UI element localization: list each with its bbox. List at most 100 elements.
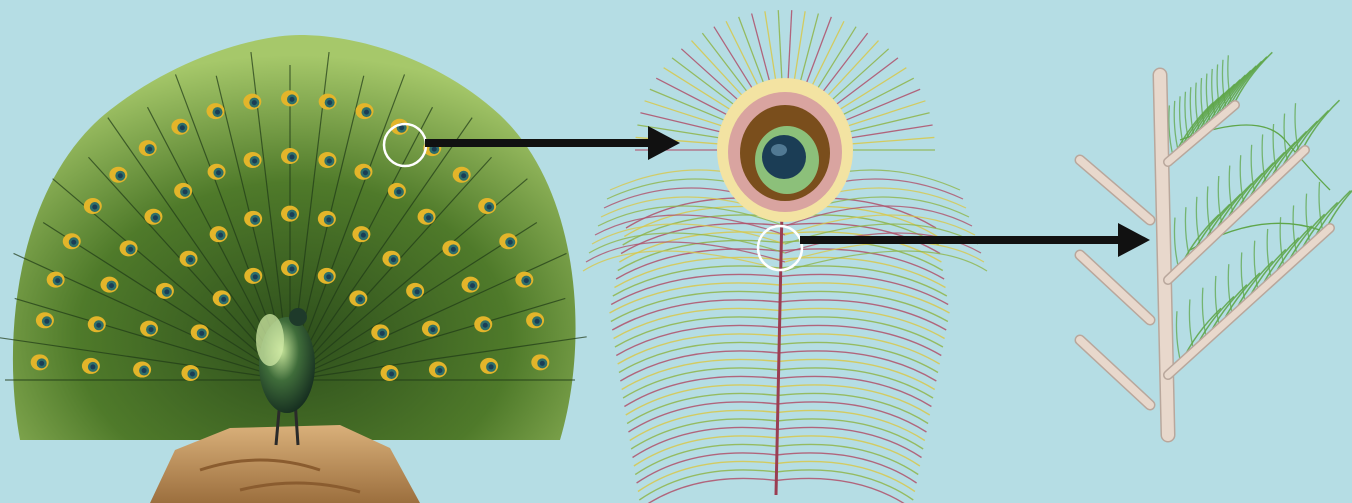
feather-eye-fringe	[832, 78, 914, 120]
feather-eye-highlight	[771, 144, 787, 156]
tail-eyespot-pupil	[128, 247, 133, 252]
tail-eyespot-pupil	[430, 327, 435, 332]
peacock-head	[289, 308, 307, 326]
tail-eyespot-pupil	[71, 240, 76, 245]
peacock-illustration	[0, 35, 587, 503]
tail-eyespot-pupil	[44, 319, 49, 324]
tail-eyespot-pupil	[253, 274, 258, 279]
feather-barb-right	[776, 470, 913, 500]
tail-eyespot-pupil	[327, 100, 332, 105]
tail-eyespot-pupil	[149, 327, 154, 332]
feather-eye-fringe	[839, 125, 932, 140]
right-arrow-icon	[800, 223, 1150, 257]
tail-eyespot-pupil	[221, 297, 226, 302]
barb-stem	[1160, 75, 1168, 435]
tail-eyespot-pupil	[432, 147, 437, 152]
barb-stem	[1080, 340, 1150, 405]
barbule	[1280, 217, 1285, 269]
tail-eyespot-pupil	[437, 368, 442, 373]
tail-eyespot-pupil	[327, 158, 332, 163]
barbule	[1232, 52, 1272, 107]
tail-eyespot-pupil	[164, 289, 169, 294]
tail-eyespot-pupil	[290, 212, 295, 217]
tail-eyespot-pupil	[190, 371, 195, 376]
tail-eyespot-pupil	[253, 217, 258, 222]
tail-eyespot-pupil	[470, 283, 475, 288]
tail-eyespot-pupil	[252, 158, 257, 163]
tail-eyespot-pupil	[218, 233, 223, 238]
tail-eyespot-pupil	[508, 240, 513, 245]
tail-eyespot-pupil	[92, 205, 97, 210]
tail-eyespot-pupil	[90, 364, 95, 369]
tail-eyespot-pupil	[540, 361, 545, 366]
feather-barb-right	[776, 478, 912, 503]
tail-eyespot-pupil	[389, 371, 394, 376]
tail-eyespot-pupil	[535, 319, 540, 324]
barb-stem	[1168, 105, 1235, 162]
tail-eyespot-pupil	[118, 173, 123, 178]
tail-eyespot-pupil	[326, 274, 331, 279]
tail-eyespot-pupil	[461, 173, 466, 178]
barbule-mesh	[1169, 52, 1352, 363]
barbule	[1241, 252, 1246, 304]
barbule	[1202, 288, 1207, 340]
tail-eyespot-pupil	[142, 368, 147, 373]
feather-eye-fringe	[840, 137, 935, 144]
feather-barb-left	[638, 461, 777, 491]
tail-eyespot-pupil	[363, 170, 368, 175]
feather-eye-fringe	[838, 113, 930, 135]
peacock-feather-illustration	[583, 10, 987, 503]
tail-eyespot-pupil	[326, 217, 331, 222]
barbule	[1306, 194, 1311, 246]
barbule	[1174, 218, 1179, 270]
barbule	[1293, 205, 1298, 257]
tail-eyespot-pupil	[358, 297, 363, 302]
tail-eyespot-pupil	[290, 155, 295, 160]
tail-eyespot-pupil	[188, 257, 193, 262]
feather-eye-fringe	[656, 78, 738, 120]
tail-eyespot-pupil	[199, 331, 204, 336]
tail-eyespot-pupil	[399, 125, 404, 130]
tail-eyespot-pupil	[216, 170, 221, 175]
barbule	[1254, 241, 1259, 293]
tail-eyespot-pupil	[183, 189, 188, 194]
barb-stem	[1080, 160, 1150, 220]
barb-stem	[1168, 150, 1305, 280]
tail-eyespot-pupil	[290, 97, 295, 102]
feather-barb-left	[641, 478, 777, 503]
tail-eyespot-pupil	[96, 323, 101, 328]
tail-eyespot-pupil	[180, 125, 185, 130]
tail-eyespot-pupil	[147, 147, 152, 152]
tail-eyespot-pupil	[483, 323, 488, 328]
barb-stem	[1080, 255, 1150, 320]
feather-barb-left	[639, 470, 776, 500]
tail-eyespot-pupil	[426, 215, 431, 220]
barbule	[1228, 264, 1233, 316]
tail-eyespot-pupil	[361, 233, 366, 238]
barbule	[1189, 299, 1194, 351]
barbule	[1174, 101, 1179, 153]
tail-eyespot-pupil	[451, 247, 456, 252]
tail-eyespot-pupil	[380, 331, 385, 336]
tail-eyespot-pupil	[487, 205, 492, 210]
peacock-wing	[256, 314, 284, 366]
tail-eyespot-pupil	[215, 110, 220, 115]
feather-eye-blue-center	[762, 135, 806, 179]
barbule	[1176, 311, 1181, 363]
tail-eyespot-pupil	[252, 100, 257, 105]
tail-eyespot-pupil	[489, 364, 494, 369]
tail-eyespot-pupil	[396, 189, 401, 194]
tail-eyespot-pupil	[55, 278, 60, 283]
barbule	[1319, 182, 1324, 234]
tail-eyespot-pupil	[364, 110, 369, 115]
tail-eyespot-pupil	[415, 289, 420, 294]
barbule	[1169, 105, 1174, 157]
barbule	[1267, 229, 1272, 281]
tail-eyespot-pupil	[290, 267, 295, 272]
feather-barb-right	[776, 461, 915, 491]
tail-eyespot-pupil	[524, 278, 529, 283]
tail-eyespot-pupil	[39, 361, 44, 366]
tail-eyespot-pupil	[153, 215, 158, 220]
